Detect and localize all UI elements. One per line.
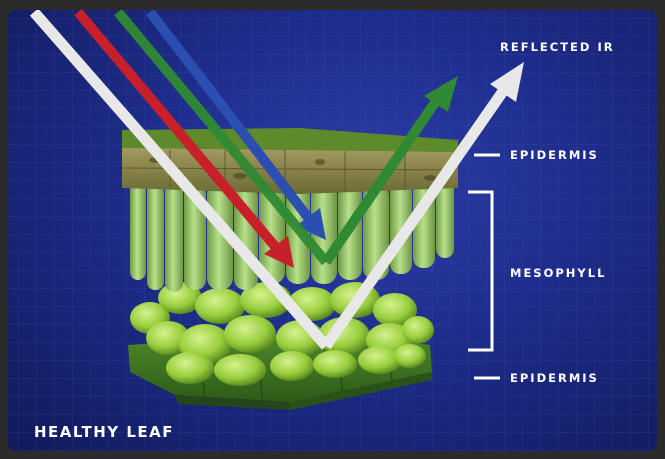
healthy-leaf-caption: HEALTHY LEAF (34, 423, 174, 441)
mesophyll-label: MESOPHYLL (510, 266, 606, 280)
reflected-ir-label: REFLECTED IR (500, 40, 615, 54)
epidermis-bottom-label: EPIDERMIS (510, 371, 599, 385)
epidermis-top-label: EPIDERMIS (510, 148, 599, 162)
